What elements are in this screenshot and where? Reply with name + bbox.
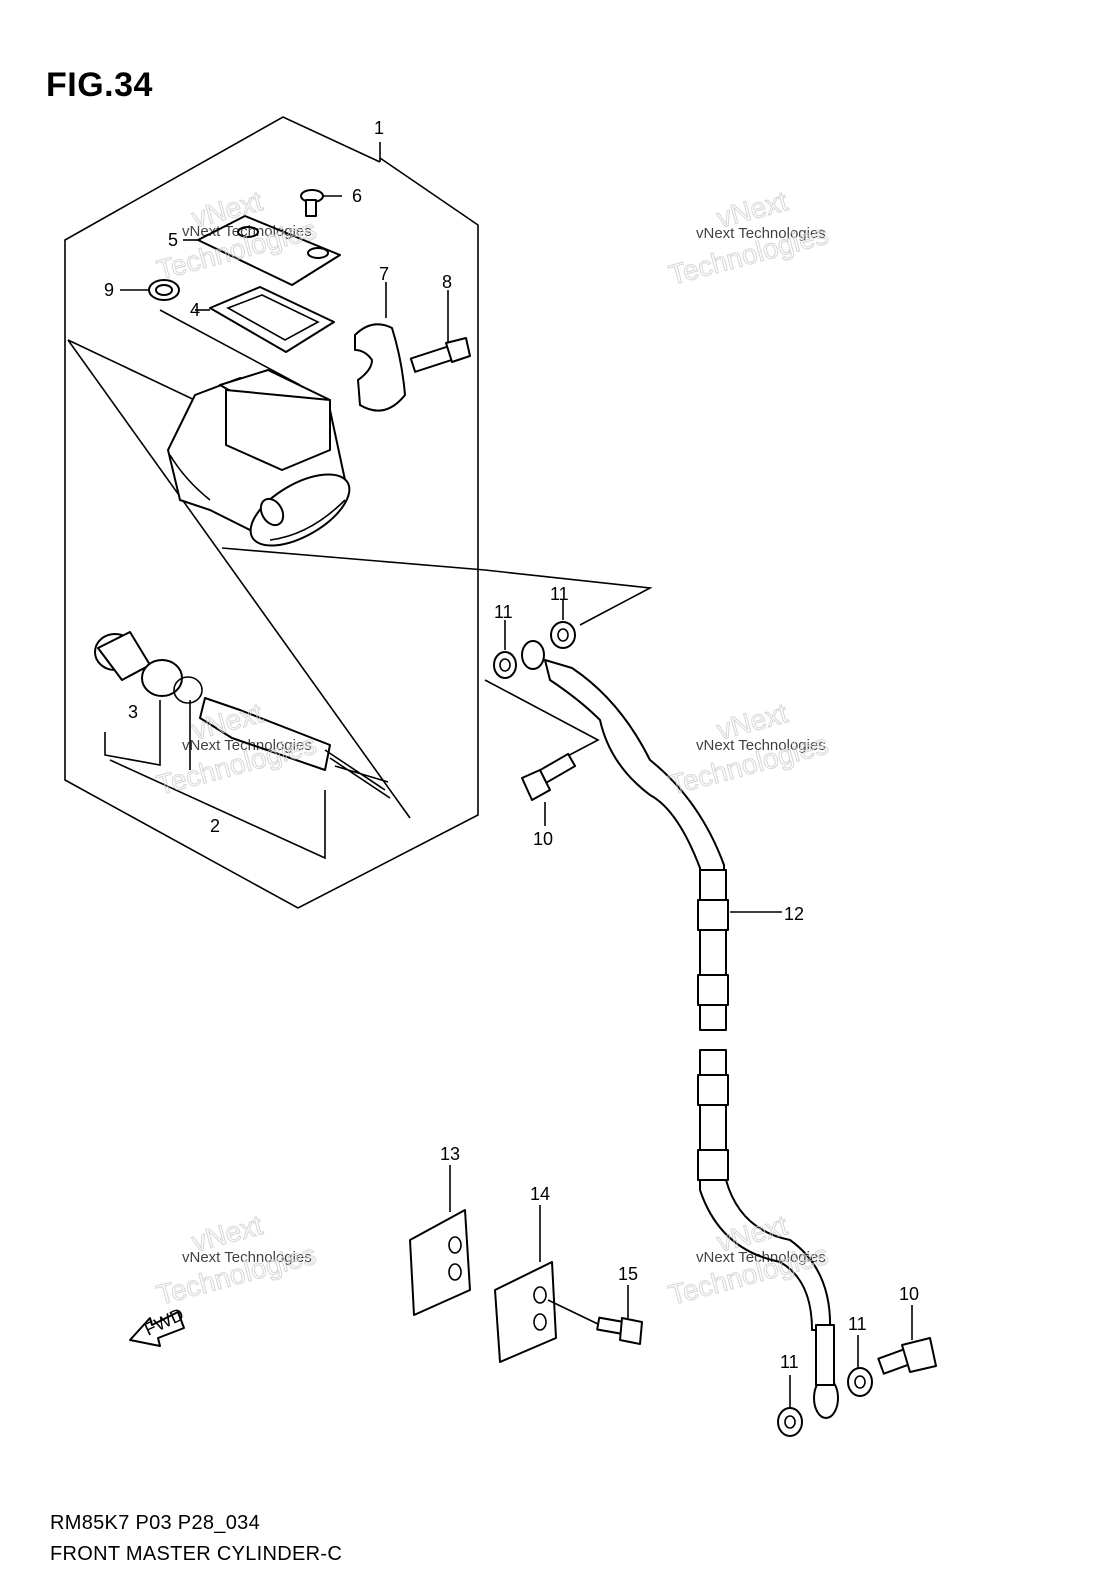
callout-3: 3 [128, 702, 138, 722]
callout-11-a: 11 [494, 602, 513, 622]
bolt-part-15 [596, 1285, 643, 1345]
clamp-part-7 [354, 282, 406, 412]
watermark-group: vNext Technologies vNext Technologies vN… [153, 185, 832, 1312]
diagram-caption: FRONT MASTER CYLINDER-C [50, 1543, 343, 1565]
ring-part-9 [120, 279, 301, 386]
washers-bottom-part-11 [777, 1335, 873, 1437]
callout-7: 7 [379, 264, 389, 284]
callout-15: 15 [618, 1264, 638, 1284]
callout-12: 12 [784, 904, 804, 924]
assembly-outline [64, 116, 479, 909]
callout-8: 8 [442, 272, 452, 292]
bracket-part-14 [494, 1205, 601, 1363]
watermark-text: vNext Technologies [696, 225, 826, 242]
watermark-text: vNext Technologies [182, 223, 312, 240]
callout-1: 1 [374, 118, 384, 138]
callout-6: 6 [352, 186, 362, 206]
callout-9: 9 [104, 280, 114, 300]
banjo-bolt-part-10-bottom [877, 1305, 937, 1375]
banjo-bolt-part-10-top [521, 752, 577, 826]
master-cylinder-body [167, 369, 351, 547]
callout-5: 5 [168, 230, 178, 250]
callout-4: 4 [190, 300, 200, 320]
watermark-text: vNext Technologies [182, 737, 312, 754]
screw-part-6 [300, 189, 342, 217]
callout-13: 13 [440, 1144, 460, 1164]
piston-kit-part-2 [94, 631, 391, 860]
callout-10-bottom: 10 [899, 1284, 919, 1304]
callout-11-c: 11 [848, 1314, 867, 1334]
forward-arrow-icon: FWD [129, 1304, 187, 1347]
guide-line-a [67, 339, 411, 819]
callout-11-d: 11 [780, 1352, 799, 1372]
callout-10-top: 10 [533, 829, 553, 849]
guide-line-c [221, 547, 653, 626]
diaphragm-part-4 [195, 286, 335, 353]
watermark-text: vNext Technologies [696, 737, 826, 754]
callout-2: 2 [210, 816, 220, 836]
watermark-text: vNext Technologies [696, 1249, 826, 1266]
reservoir-cap-part-5 [183, 215, 341, 286]
callout-11-b: 11 [550, 584, 569, 604]
bolt-part-8 [409, 290, 471, 373]
callout-14: 14 [530, 1184, 550, 1204]
guide-line-d [484, 679, 600, 761]
figure-title: FIG.34 [46, 66, 153, 104]
brake-hose-part-12 [544, 659, 839, 1419]
hose-clamp-part-13 [409, 1165, 471, 1316]
diagram-code: RM85K7 P03 P28_034 [50, 1512, 260, 1534]
watermark-text: vNext Technologies [182, 1249, 312, 1266]
washers-top-part-11 [493, 600, 576, 679]
